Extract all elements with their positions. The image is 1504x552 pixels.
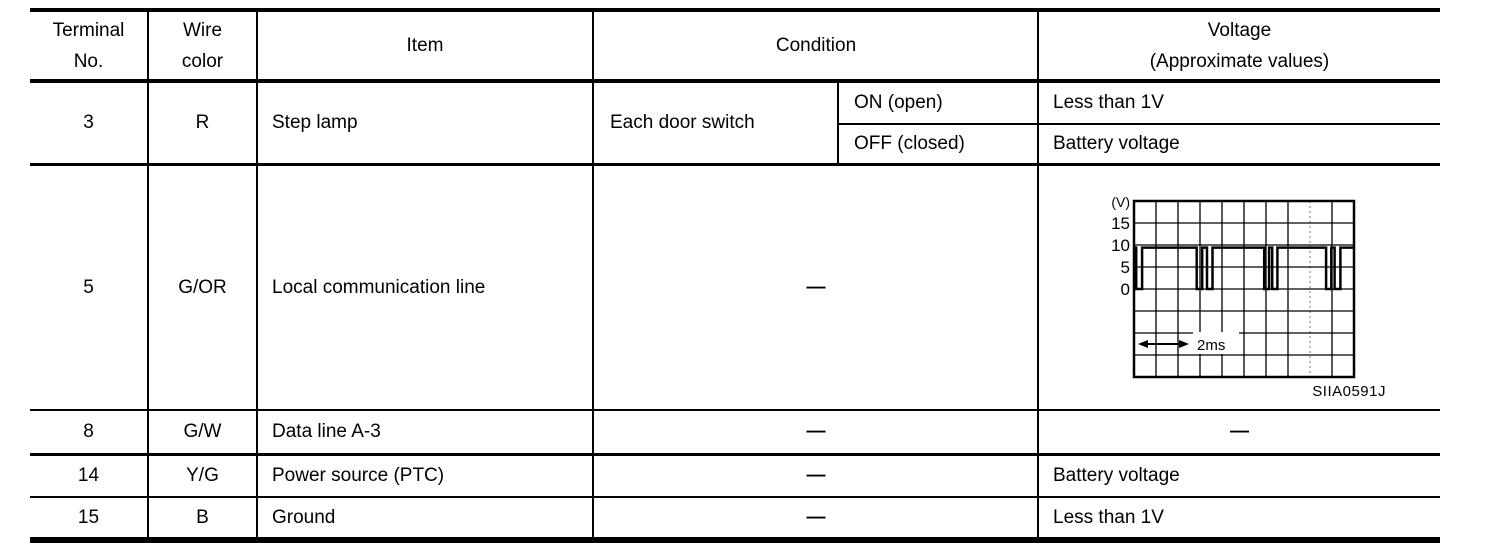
cell-item-5: Local communication line: [272, 166, 590, 409]
switch-state-off: OFF (closed): [854, 133, 965, 154]
row14-bottom-rule: [30, 496, 1440, 498]
cell-voltage-14: Battery voltage: [1053, 456, 1438, 496]
cell-condition-3-on: ON (open): [854, 83, 1036, 123]
cell-wire-8: G/W: [149, 411, 256, 453]
row5-bottom-rule: [30, 409, 1440, 411]
terminal-no-value: 8: [83, 421, 94, 442]
item-value: Ground: [272, 507, 336, 528]
cell-wire-5: G/OR: [149, 166, 256, 409]
time-arrow-head-left: [1138, 340, 1148, 348]
cell-condition-5: —: [595, 166, 1037, 409]
condition-dash: —: [806, 421, 826, 442]
condition-dash: —: [806, 276, 826, 298]
time-label-backdrop: [1193, 332, 1239, 354]
row3-bottom-rule: [30, 163, 1440, 166]
terminal-no-value: 5: [83, 276, 94, 298]
cell-condition-14: —: [595, 456, 1037, 496]
header-wire-color-line1: Wire: [182, 19, 223, 41]
cell-voltage-3-on: Less than 1V: [1053, 83, 1438, 123]
header-condition: Condition: [595, 12, 1037, 79]
figure-code: SIIA0591J: [1312, 383, 1386, 400]
header-voltage: Voltage (Approximate values): [1041, 12, 1438, 79]
cell-terminal-5: 5: [30, 166, 147, 409]
cell-voltage-8: —: [1041, 411, 1438, 453]
wave-tick-15: 15: [1111, 214, 1130, 233]
item-value: Data line A-3: [272, 421, 381, 442]
header-wire-color: Wire color: [149, 12, 256, 79]
voltage-value: Battery voltage: [1053, 465, 1180, 486]
wire-color-value: R: [195, 112, 210, 133]
condition-dash: —: [806, 465, 826, 486]
col-divider-terminal-wire: [147, 8, 149, 543]
header-bottom-rule: [30, 79, 1440, 83]
header-item-label: Item: [406, 34, 444, 56]
cell-item-3: Step lamp: [272, 83, 590, 163]
row8-bottom-rule: [30, 453, 1440, 456]
header-voltage-line2: (Approximate values): [1149, 50, 1330, 72]
wire-color-value: G/W: [183, 421, 222, 442]
voltage-value-off: Battery voltage: [1053, 133, 1180, 154]
cell-wire-3: R: [149, 83, 256, 163]
table-top-border: [30, 8, 1440, 12]
cell-voltage-15: Less than 1V: [1053, 499, 1438, 537]
wire-color-value: Y/G: [186, 465, 219, 486]
wire-color-value: G/OR: [178, 276, 227, 298]
cell-voltage-3-off: Battery voltage: [1053, 125, 1438, 163]
cell-condition-3-off: OFF (closed): [854, 125, 1036, 163]
cell-condition-15: —: [595, 499, 1037, 537]
sub-divider-doorswitch-onoff: [837, 79, 839, 166]
voltage-value: Less than 1V: [1053, 507, 1164, 528]
cell-terminal-14: 14: [30, 456, 147, 496]
header-wire-color-line2: color: [181, 50, 224, 72]
wave-tick-0: 0: [1121, 280, 1130, 299]
item-value: Step lamp: [272, 112, 358, 133]
wave-grid-border: [1132, 199, 1356, 379]
voltage-value-on: Less than 1V: [1053, 92, 1164, 113]
on-off-divider-rule: [837, 123, 1440, 125]
item-value: Power source (PTC): [272, 465, 445, 486]
wave-time-label: 2ms: [1197, 337, 1225, 354]
time-arrow-head-right: [1179, 340, 1189, 348]
header-item: Item: [259, 12, 591, 79]
cell-wire-15: B: [149, 499, 256, 537]
header-terminal-no-line2: No.: [73, 50, 104, 72]
col-divider-wire-item: [256, 8, 258, 543]
cell-condition-3: Each door switch: [610, 83, 836, 163]
wave-tick-5: 5: [1121, 258, 1130, 277]
wire-color-value: B: [196, 507, 209, 528]
item-value: Local communication line: [272, 276, 486, 298]
cell-terminal-8: 8: [30, 411, 147, 453]
condition-value: Each door switch: [610, 112, 755, 133]
voltage-waveform-figure: 2ms (V) 15 10 5 0 SIIA0591J: [1111, 194, 1386, 400]
voltage-dash: —: [1230, 421, 1249, 442]
header-condition-label: Condition: [775, 34, 857, 56]
cell-item-15: Ground: [272, 499, 590, 537]
wave-tick-10: 10: [1111, 236, 1130, 255]
cell-terminal-3: 3: [30, 83, 147, 163]
terminal-no-value: 15: [77, 507, 100, 528]
cell-condition-8: —: [595, 411, 1037, 453]
cell-item-14: Power source (PTC): [272, 456, 590, 496]
cell-item-8: Data line A-3: [272, 411, 590, 453]
col-divider-condition-voltage: [1037, 8, 1039, 543]
wave-grid: [1133, 200, 1355, 378]
header-voltage-line1: Voltage: [1207, 19, 1272, 41]
cell-wire-14: Y/G: [149, 456, 256, 496]
header-terminal-no-line1: Terminal: [52, 19, 125, 41]
cell-terminal-15: 15: [30, 499, 147, 537]
col-divider-item-condition: [592, 8, 594, 543]
terminal-no-value: 14: [77, 465, 100, 486]
terminal-no-value: 3: [83, 112, 94, 133]
switch-state-on: ON (open): [854, 92, 943, 113]
header-terminal-no: Terminal No.: [30, 12, 147, 79]
wave-time-marker: 2ms: [1138, 332, 1239, 354]
table-bottom-border: [30, 537, 1440, 543]
condition-dash: —: [806, 507, 826, 528]
wave-unit-label: (V): [1111, 194, 1130, 210]
wave-trace: [1134, 246, 1354, 291]
